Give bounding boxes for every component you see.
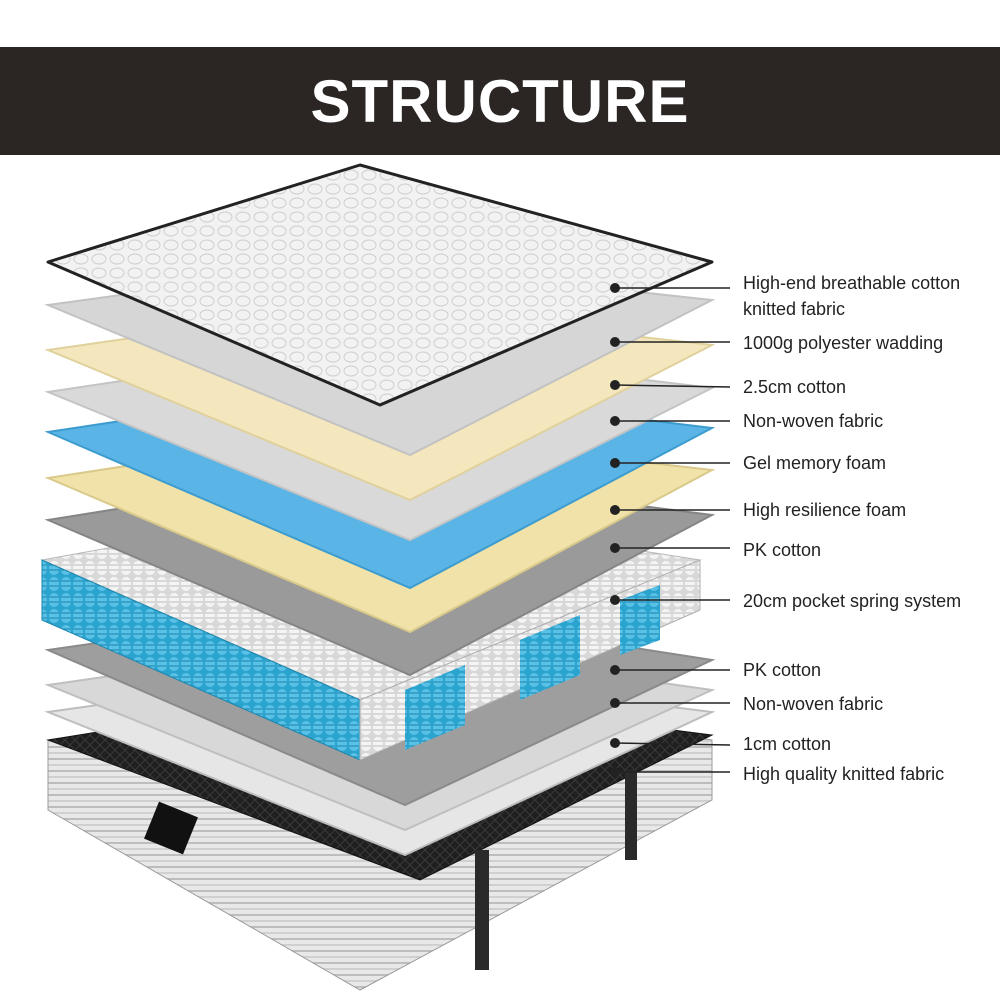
callout-dot	[610, 738, 620, 748]
layer-label: 2.5cm cotton	[743, 377, 847, 397]
layer-label-line: High-end breathable cotton	[743, 273, 961, 293]
callout-dot	[610, 665, 620, 675]
layer-label: 1000g polyester wadding	[743, 333, 944, 353]
layer-label: Gel memory foam	[743, 453, 887, 473]
layer-label: PK cotton	[743, 540, 822, 560]
layer-label: Non-woven fabric	[743, 411, 884, 431]
header-banner: STRUCTURE	[0, 47, 1000, 155]
callout-dot	[610, 416, 620, 426]
layer-label-line: knitted fabric	[743, 299, 846, 319]
layer-label: 20cm pocket spring system	[743, 591, 962, 611]
callout-line	[614, 742, 731, 746]
layer-label: High-end breathable cotton knitted fabric	[743, 270, 960, 322]
layer-label: PK cotton	[743, 660, 822, 680]
callout-dot	[610, 595, 620, 605]
callout-lines	[610, 283, 731, 777]
callout-dot	[610, 767, 620, 777]
callout-dot	[610, 380, 620, 390]
callout-dot	[610, 283, 620, 293]
callout-dot	[610, 458, 620, 468]
layer-label: High resilience foam	[743, 500, 907, 520]
layer-label: Non-woven fabric	[743, 694, 884, 714]
callout-dot	[610, 698, 620, 708]
layer-breathable-cotton-knitted-fabric	[46, 163, 714, 407]
brand-label	[144, 801, 198, 855]
callout-line	[614, 384, 731, 388]
layer-label: 1cm cotton	[743, 734, 832, 754]
layer-label: High quality knitted fabric	[743, 764, 945, 784]
handle-strap	[475, 850, 489, 970]
callout-dot	[610, 543, 620, 553]
callout-dot	[610, 337, 620, 347]
page-title: STRUCTURE	[310, 67, 690, 135]
callout-dot	[610, 505, 620, 515]
handle-strap	[625, 770, 637, 860]
